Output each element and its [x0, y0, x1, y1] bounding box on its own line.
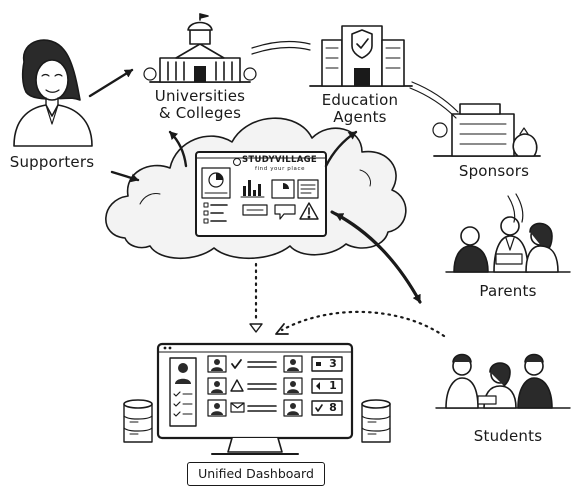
- supporter-figure: [13, 39, 93, 147]
- platform-window: [195, 151, 327, 237]
- database-right-icon: [361, 399, 391, 443]
- unified-dashboard-label: Unified Dashboard: [187, 462, 325, 486]
- dashboard-count-3: 8: [329, 401, 337, 414]
- flow-arrows: [88, 40, 524, 338]
- check-icon: [231, 359, 242, 369]
- label-agents-line2: Agents: [333, 108, 387, 126]
- arrow-supporters-to-cloud: [110, 170, 140, 183]
- database-left-icon: [123, 399, 153, 443]
- dashboard-row-2: [207, 377, 343, 395]
- label-supporters: Supporters: [9, 153, 95, 171]
- dashboard-count-1: 3: [329, 357, 337, 370]
- dotted-arrow-students-to-dashboard: [280, 310, 446, 338]
- input-box-icon: [242, 204, 268, 216]
- platform-logo: STUDYVILLAGE: [242, 155, 317, 165]
- label-students: Students: [473, 427, 543, 445]
- warning-triangle-icon: [299, 202, 319, 220]
- arrow-platform-to-universities: [168, 130, 188, 168]
- label-universities-line1: Universities: [154, 87, 246, 105]
- dashboard-row-1: [207, 355, 343, 373]
- pie-panel-icon: [271, 179, 295, 199]
- bar-chart-icon: [240, 180, 265, 198]
- dashboard-monitor: [156, 342, 354, 455]
- sponsor-building: [432, 103, 541, 157]
- warning-icon: [230, 379, 244, 392]
- platform-tagline: find your place: [255, 166, 306, 172]
- chat-bubble-icon: [274, 204, 296, 220]
- arrow-platform-to-agents: [324, 130, 358, 168]
- mail-icon: [230, 402, 245, 413]
- money-bag-icon: [512, 133, 538, 157]
- parents-figure: [445, 216, 571, 273]
- shield-icon: [351, 29, 373, 59]
- dashboard-count-2: 1: [329, 379, 337, 392]
- doc-panel-icon: [297, 179, 319, 199]
- agency-building: [309, 25, 413, 87]
- dashboard-row-3: [207, 399, 343, 417]
- label-agents-line1: Education: [321, 91, 399, 109]
- arrow-supporters-to-universities: [88, 68, 134, 98]
- students-figure: [435, 353, 571, 409]
- label-parents: Parents: [479, 282, 537, 300]
- label-universities-line2: & Colleges: [158, 104, 242, 122]
- university-building: [143, 13, 257, 83]
- label-sponsors: Sponsors: [458, 162, 530, 180]
